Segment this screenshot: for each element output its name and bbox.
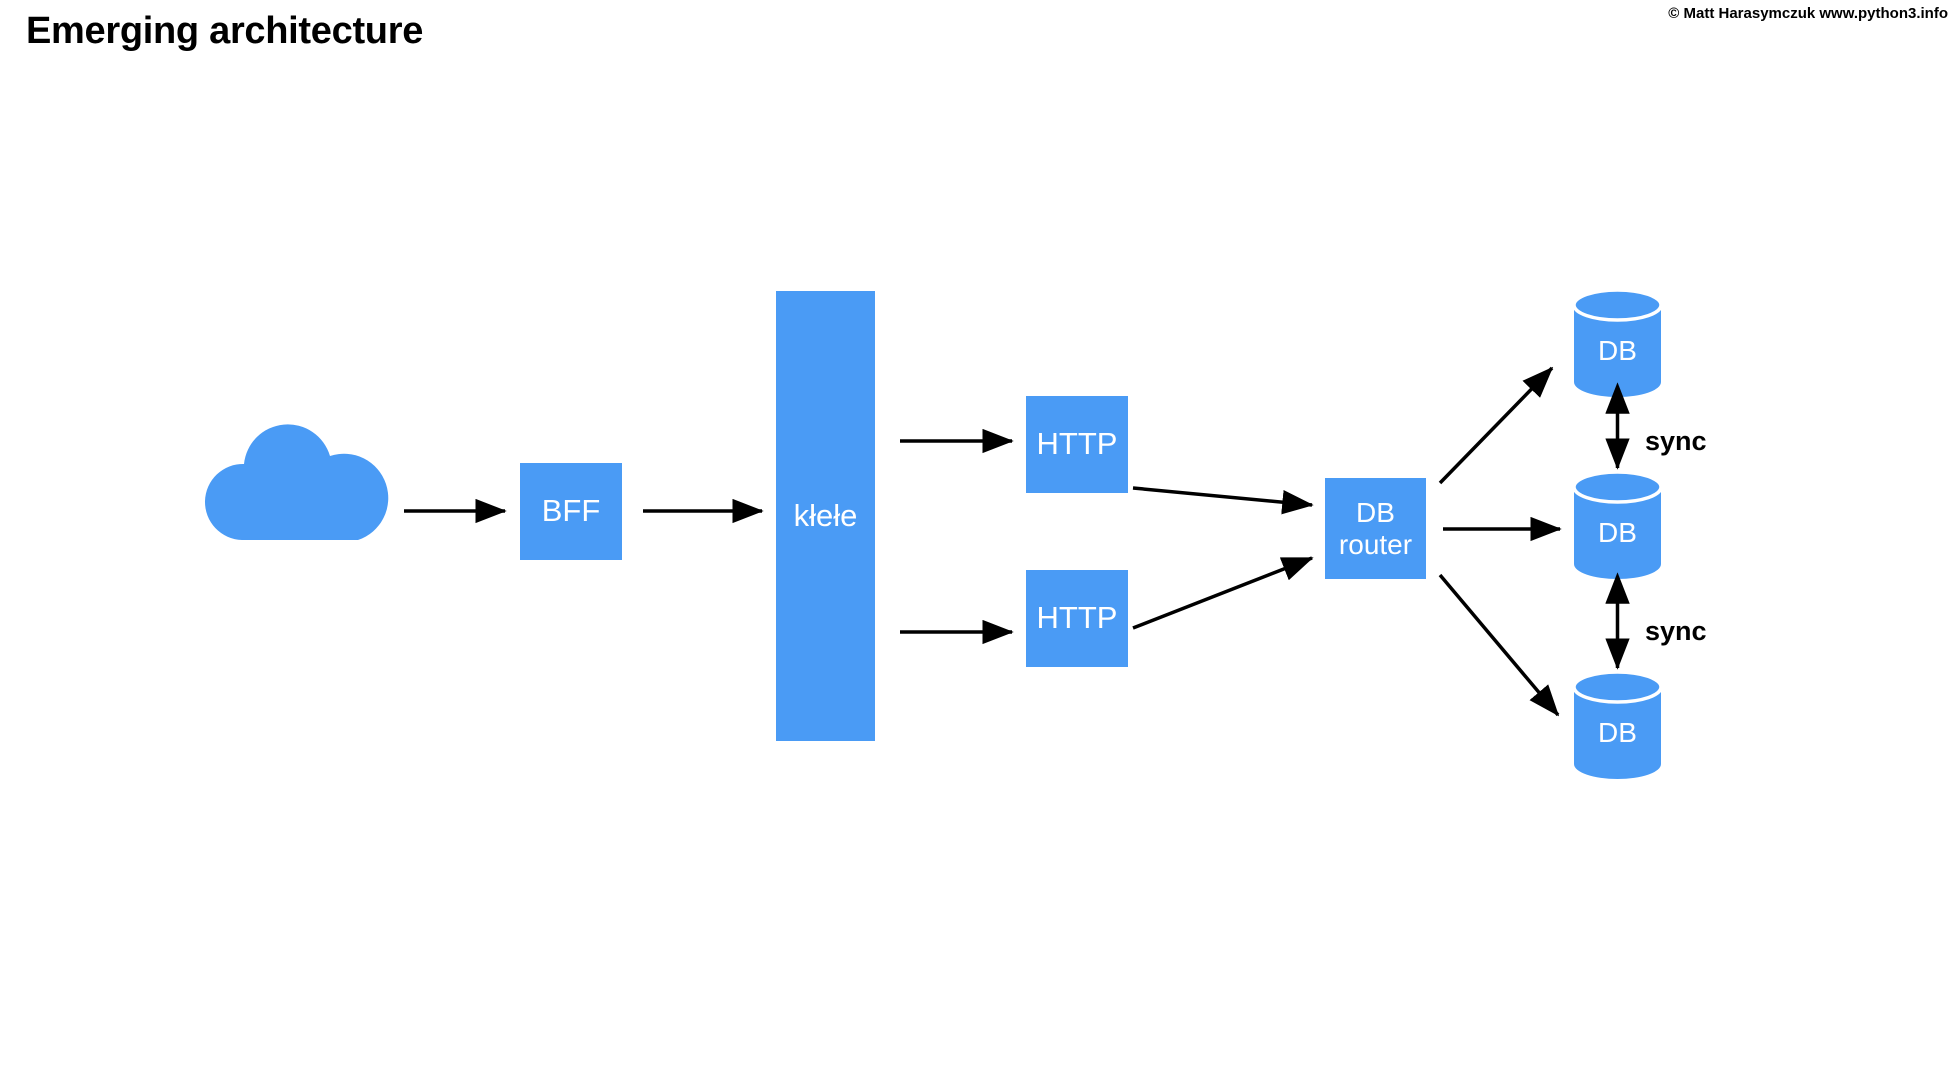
node-queue[interactable] [776, 291, 875, 741]
node-bff[interactable] [520, 463, 622, 560]
edge-db-router-to-db-top [1438, 366, 1554, 485]
copyright-notice: © Matt Harasymczuk www.python3.info [1668, 5, 1948, 22]
node-http-bottom[interactable] [1026, 570, 1128, 667]
edge-db-router-to-db-bottom [1438, 573, 1560, 717]
page-title: Emerging architecture [26, 10, 424, 52]
node-db-top[interactable] [1572, 288, 1663, 397]
edge-label-sync-bottom: sync [1645, 616, 1707, 646]
node-db-router[interactable] [1325, 478, 1426, 579]
edge-label-sync-top: sync [1645, 426, 1707, 456]
node-db-mid[interactable] [1572, 470, 1663, 580]
node-db-bottom[interactable] [1572, 670, 1663, 779]
edge-http-bottom-to-db-router [1132, 556, 1314, 630]
node-cloud[interactable] [204, 424, 389, 540]
node-http-top[interactable] [1026, 396, 1128, 493]
edge-http-top-to-db-router [1132, 486, 1314, 515]
